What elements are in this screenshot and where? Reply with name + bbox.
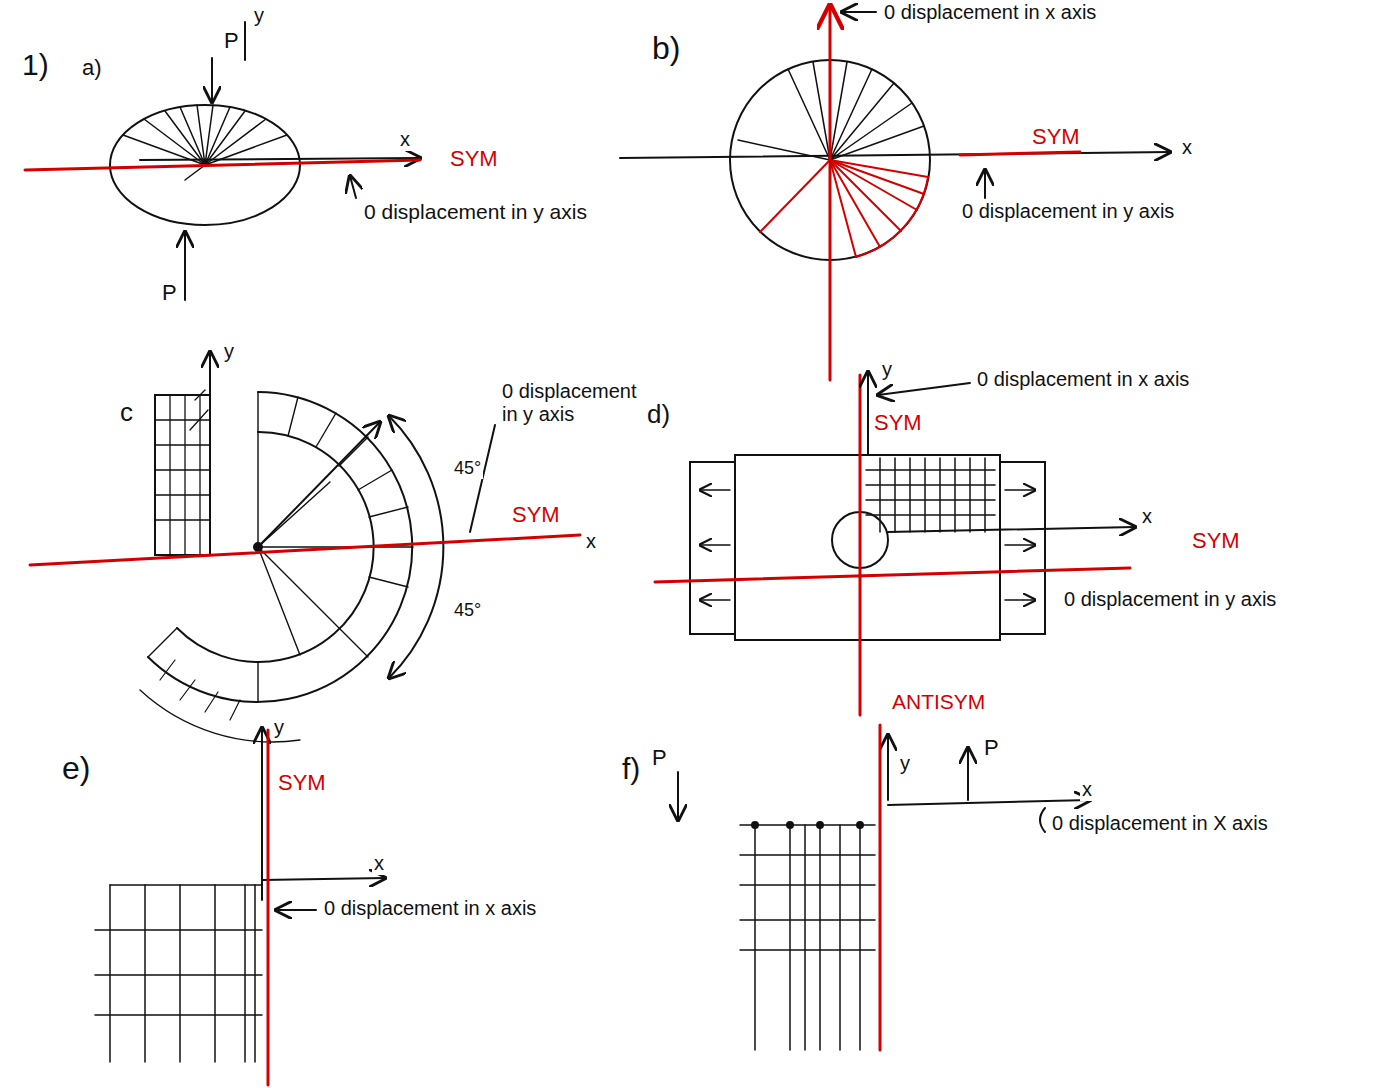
figure-b — [620, 6, 1170, 380]
axis-label: y — [272, 716, 286, 739]
load-label: P — [982, 735, 1001, 760]
symmetry-label: SYM — [872, 410, 924, 435]
axis-label: x — [372, 852, 386, 875]
boundary-note: 0 displacement in x axis — [975, 368, 1191, 391]
axis-label: x — [1080, 778, 1094, 801]
angle-label: 45° — [452, 458, 483, 479]
load-label: P — [650, 745, 669, 770]
part-label: b) — [650, 30, 682, 67]
figure-c — [30, 352, 580, 742]
figure-a — [25, 22, 420, 300]
problem-number: 1) — [20, 48, 51, 83]
boundary-note: 0 displacement in y axis — [500, 380, 654, 426]
figure-f — [678, 725, 1090, 1050]
axis-label: y — [898, 752, 912, 775]
boundary-note: 0 displacement in y axis — [362, 200, 589, 224]
axis-label: y — [222, 340, 236, 363]
axis-label: x — [1140, 505, 1154, 528]
figure-d — [655, 372, 1135, 715]
symmetry-label: SYM — [1030, 124, 1082, 149]
axis-label: x — [398, 128, 412, 151]
symmetry-label: SYM — [510, 502, 562, 527]
part-label: d) — [645, 400, 672, 430]
axis-label: x — [1180, 136, 1194, 159]
boundary-note: 0 displacement in y axis — [960, 200, 1176, 223]
part-label: f) — [620, 752, 642, 787]
symmetry-label: SYM — [276, 770, 328, 795]
angle-label: 45° — [452, 600, 483, 621]
boundary-note: 0 displacement in X axis — [1050, 812, 1270, 835]
part-label: e) — [60, 750, 92, 787]
boundary-note: 0 displacement in x axis — [882, 1, 1098, 24]
axis-label: x — [584, 530, 598, 553]
axis-label: y — [880, 358, 894, 381]
part-label: a) — [80, 55, 104, 80]
load-label: P — [160, 280, 179, 305]
boundary-note: 0 displacement in x axis — [322, 897, 538, 920]
boundary-note: 0 displacement in y axis — [1062, 588, 1278, 611]
axis-label: y — [252, 4, 266, 27]
load-label: P — [222, 28, 241, 53]
symmetry-label: SYM — [448, 146, 500, 171]
part-label: c — [118, 398, 135, 428]
symmetry-label: SYM — [1190, 528, 1242, 553]
antisymmetry-label: ANTISYM — [890, 690, 987, 714]
